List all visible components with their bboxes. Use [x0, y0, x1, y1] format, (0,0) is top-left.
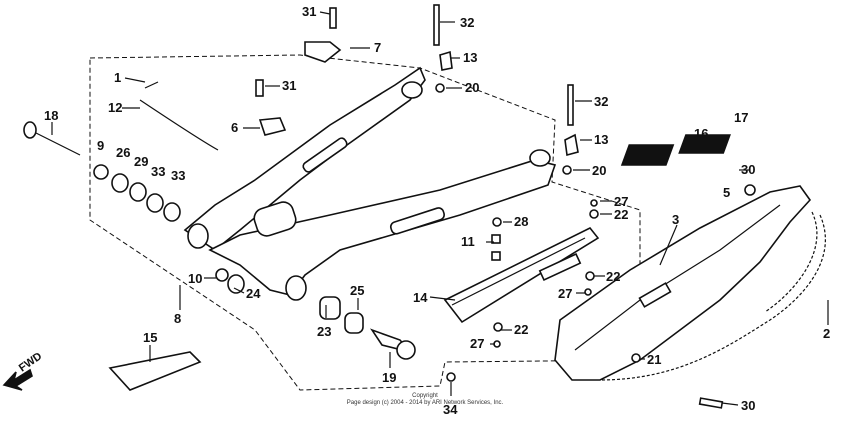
chain-case [554, 185, 812, 381]
callout-34: 34 [443, 402, 458, 417]
callout-30-bottom: 30 [741, 398, 755, 413]
callout-28: 28 [514, 214, 528, 229]
hose-fitting [139, 81, 219, 151]
callout-2: 2 [823, 326, 830, 341]
callout-16: 16 [694, 126, 708, 141]
bushings [215, 268, 364, 334]
callout-22-low: 22 [514, 322, 528, 337]
callout-7: 7 [374, 40, 381, 55]
callout-18: 18 [44, 108, 58, 123]
callout-10: 10 [188, 271, 202, 286]
callout-6: 6 [231, 120, 238, 135]
callout-31-mid: 31 [282, 78, 296, 93]
callout-24: 24 [246, 286, 261, 301]
callout-17: 17 [734, 110, 748, 125]
swing-arm [183, 66, 557, 301]
copyright-line2: Page design (c) 2004 - 2014 by ARI Netwo… [347, 400, 504, 406]
callout-22-top: 22 [614, 207, 628, 222]
callout-13-right: 13 [594, 132, 608, 147]
callout-32-top: 32 [460, 15, 474, 30]
bearings [93, 164, 181, 222]
callout-14: 14 [413, 290, 428, 305]
copyright-line1: Copyright [412, 393, 438, 399]
callout-11: 11 [461, 234, 475, 249]
callout-26: 26 [116, 145, 130, 160]
callout-13-top: 13 [463, 50, 477, 65]
callout-27-top: 27 [614, 194, 628, 209]
callout-20-top: 20 [465, 80, 479, 95]
callout-29: 29 [134, 154, 148, 169]
pivot-collar [369, 328, 416, 360]
callout-32-right: 32 [594, 94, 608, 109]
callout-5: 5 [723, 185, 730, 200]
callout-33-a: 33 [151, 164, 165, 179]
drive-chain [599, 211, 826, 381]
callout-27-mid: 27 [558, 286, 572, 301]
callout-9: 9 [97, 138, 104, 153]
callout-22-mid: 22 [606, 269, 620, 284]
callout-15: 15 [143, 330, 157, 345]
callout-27-low: 27 [470, 336, 484, 351]
callout-8: 8 [174, 311, 181, 326]
callout-30-top: 30 [741, 162, 755, 177]
chain-guide [443, 226, 600, 324]
brackets [255, 4, 756, 409]
callout-19: 19 [382, 370, 396, 385]
slide-pad [108, 351, 202, 391]
callout-1: 1 [114, 70, 121, 85]
decals [620, 134, 731, 166]
pivot-bolt [23, 121, 81, 156]
forward-arrow-icon: FWD [2, 350, 44, 391]
callout-31-top: 31 [302, 4, 316, 19]
callout-23: 23 [317, 324, 331, 339]
callout-21: 21 [647, 352, 661, 367]
callout-3: 3 [672, 212, 679, 227]
callout-20-right: 20 [592, 163, 606, 178]
callout-33-b: 33 [171, 168, 185, 183]
callout-12: 12 [108, 100, 122, 115]
callout-25: 25 [350, 283, 364, 298]
leader-lines [51, 11, 829, 406]
